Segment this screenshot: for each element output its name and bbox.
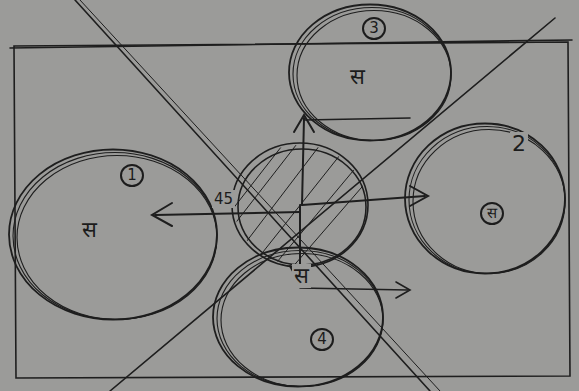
circle-region: 3स [288, 3, 456, 145]
circle-outline [404, 122, 570, 278]
region-letter: स [348, 65, 367, 89]
dimension-label: 45 [212, 190, 235, 208]
circle-region: 1स [8, 148, 222, 324]
region-letter: स [292, 264, 311, 288]
circle-region: स4 [212, 246, 388, 391]
callout-number: 3 [362, 17, 386, 40]
circle-outline [8, 148, 222, 324]
circle-region: 2स [404, 122, 570, 278]
callout-number: स [480, 202, 504, 225]
callout-number: 4 [310, 328, 334, 351]
callout-number: 1 [120, 164, 144, 187]
region-letter: स [80, 218, 99, 242]
region-letter: 2 [510, 132, 528, 156]
